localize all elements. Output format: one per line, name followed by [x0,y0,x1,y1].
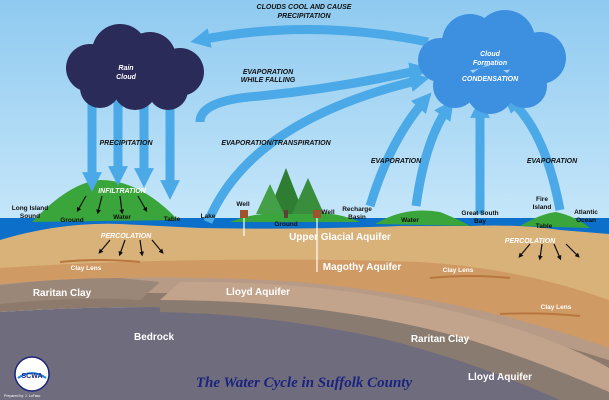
hill-recharge [375,210,470,226]
scwa-logo: SCWA [14,356,50,392]
ground-mid-label: Ground [274,221,297,228]
atlantic-ocean-label-2: Ocean [576,217,596,224]
well-left-label: Well [236,201,249,208]
percolation-right-label: PERCOLATION [505,238,556,245]
fire-island-label-2: Island [533,204,552,211]
bedrock-label: Bedrock [134,332,174,343]
magothy-label: Magothy Aquifer [323,262,402,273]
formation-cloud [418,10,566,114]
precipitation-arrows [82,100,180,200]
hill-fire-island [520,212,590,228]
atlantic-ocean-label-1: Atlantic [574,209,598,216]
lloyd-aquifer-left-label: Lloyd Aquifer [226,287,290,298]
clay-lens-line [59,259,141,263]
well-right-icon [313,210,321,218]
percolation-arrows [76,195,580,261]
well-right-label: Well [321,209,334,216]
clay-lens-label-1: Clay Lens [71,265,102,272]
bedrock [0,307,609,400]
raritan-clay-right-label: Raritan Clay [411,334,470,345]
recharge-basin-label-1: Recharge [342,206,372,213]
ground-left-label: Ground [60,217,83,224]
rain-cloud-label-1: Rain [118,65,133,72]
raritan-clay-left-label: Raritan Clay [33,288,92,299]
water-mid-label: Water [401,217,419,224]
percolation-left-label: PERCOLATION [101,233,152,240]
well-left-icon [240,210,248,218]
hill-left [32,180,178,222]
condensation-label: CONDENSATION [462,76,519,83]
trees [256,168,324,218]
water-left-label: Water [113,214,131,221]
long-island-sound-label-2: Sound [20,213,40,220]
table-left-label: Table [164,216,181,223]
evap-falling-label-1: EVAPORATION [243,69,294,76]
great-south-bay-label-1: Great South [461,210,498,217]
clouds-cool-label-2: PRECIPITATION [277,13,331,20]
evaporation-right-label: EVAPORATION [527,158,578,165]
evap-falling-label-2: WHILE FALLING [241,77,296,84]
evaporation-arrows [203,72,565,224]
rain-cloud [66,24,204,110]
lloyd-aquifer-right-label: Lloyd Aquifer [468,372,532,383]
evapotranspiration-label: EVAPORATION/TRANSPIRATION [221,140,331,147]
upper-glacial-label: Upper Glacial Aquifer [289,232,391,243]
lloyd-aquifer-lower [160,281,609,392]
raritan-clay-lower [160,300,609,400]
recharge-basin-label-2: Basin [348,214,366,221]
clay-lens-label-3: Clay Lens [541,304,572,311]
evap-falling-arrow [195,62,430,123]
raritan-clay-left [0,278,160,304]
clay-lens-line [499,312,581,317]
cloud-cool-arrow [190,25,429,48]
formation-label-1: Cloud [480,51,501,58]
clay-lens-label-2: Clay Lens [443,267,474,274]
page-title: The Water Cycle in Suffolk County [196,375,413,391]
clouds-cool-label-1: CLOUDS COOL AND CAUSE [257,4,352,11]
credit-text: Prepared by: J. LoFaso [4,394,40,398]
clay-lens-line [429,275,511,279]
logo-text: SCWA [22,373,43,380]
lake-label: Lake [201,213,216,220]
rain-cloud-label-2: Cloud [116,74,137,81]
precipitation-label: PRECIPITATION [99,140,153,147]
fire-island-label-1: Fire [536,196,548,203]
great-south-bay-label-2: Bay [474,218,486,225]
evaporation-mid-label: EVAPORATION [371,158,422,165]
table-right-label: Table [536,223,553,230]
hill-mid [230,212,360,222]
infiltration-label: INFILTRATION [98,188,147,195]
long-island-sound-label-1: Long Island [12,205,49,212]
formation-label-2: Formation [473,60,507,67]
